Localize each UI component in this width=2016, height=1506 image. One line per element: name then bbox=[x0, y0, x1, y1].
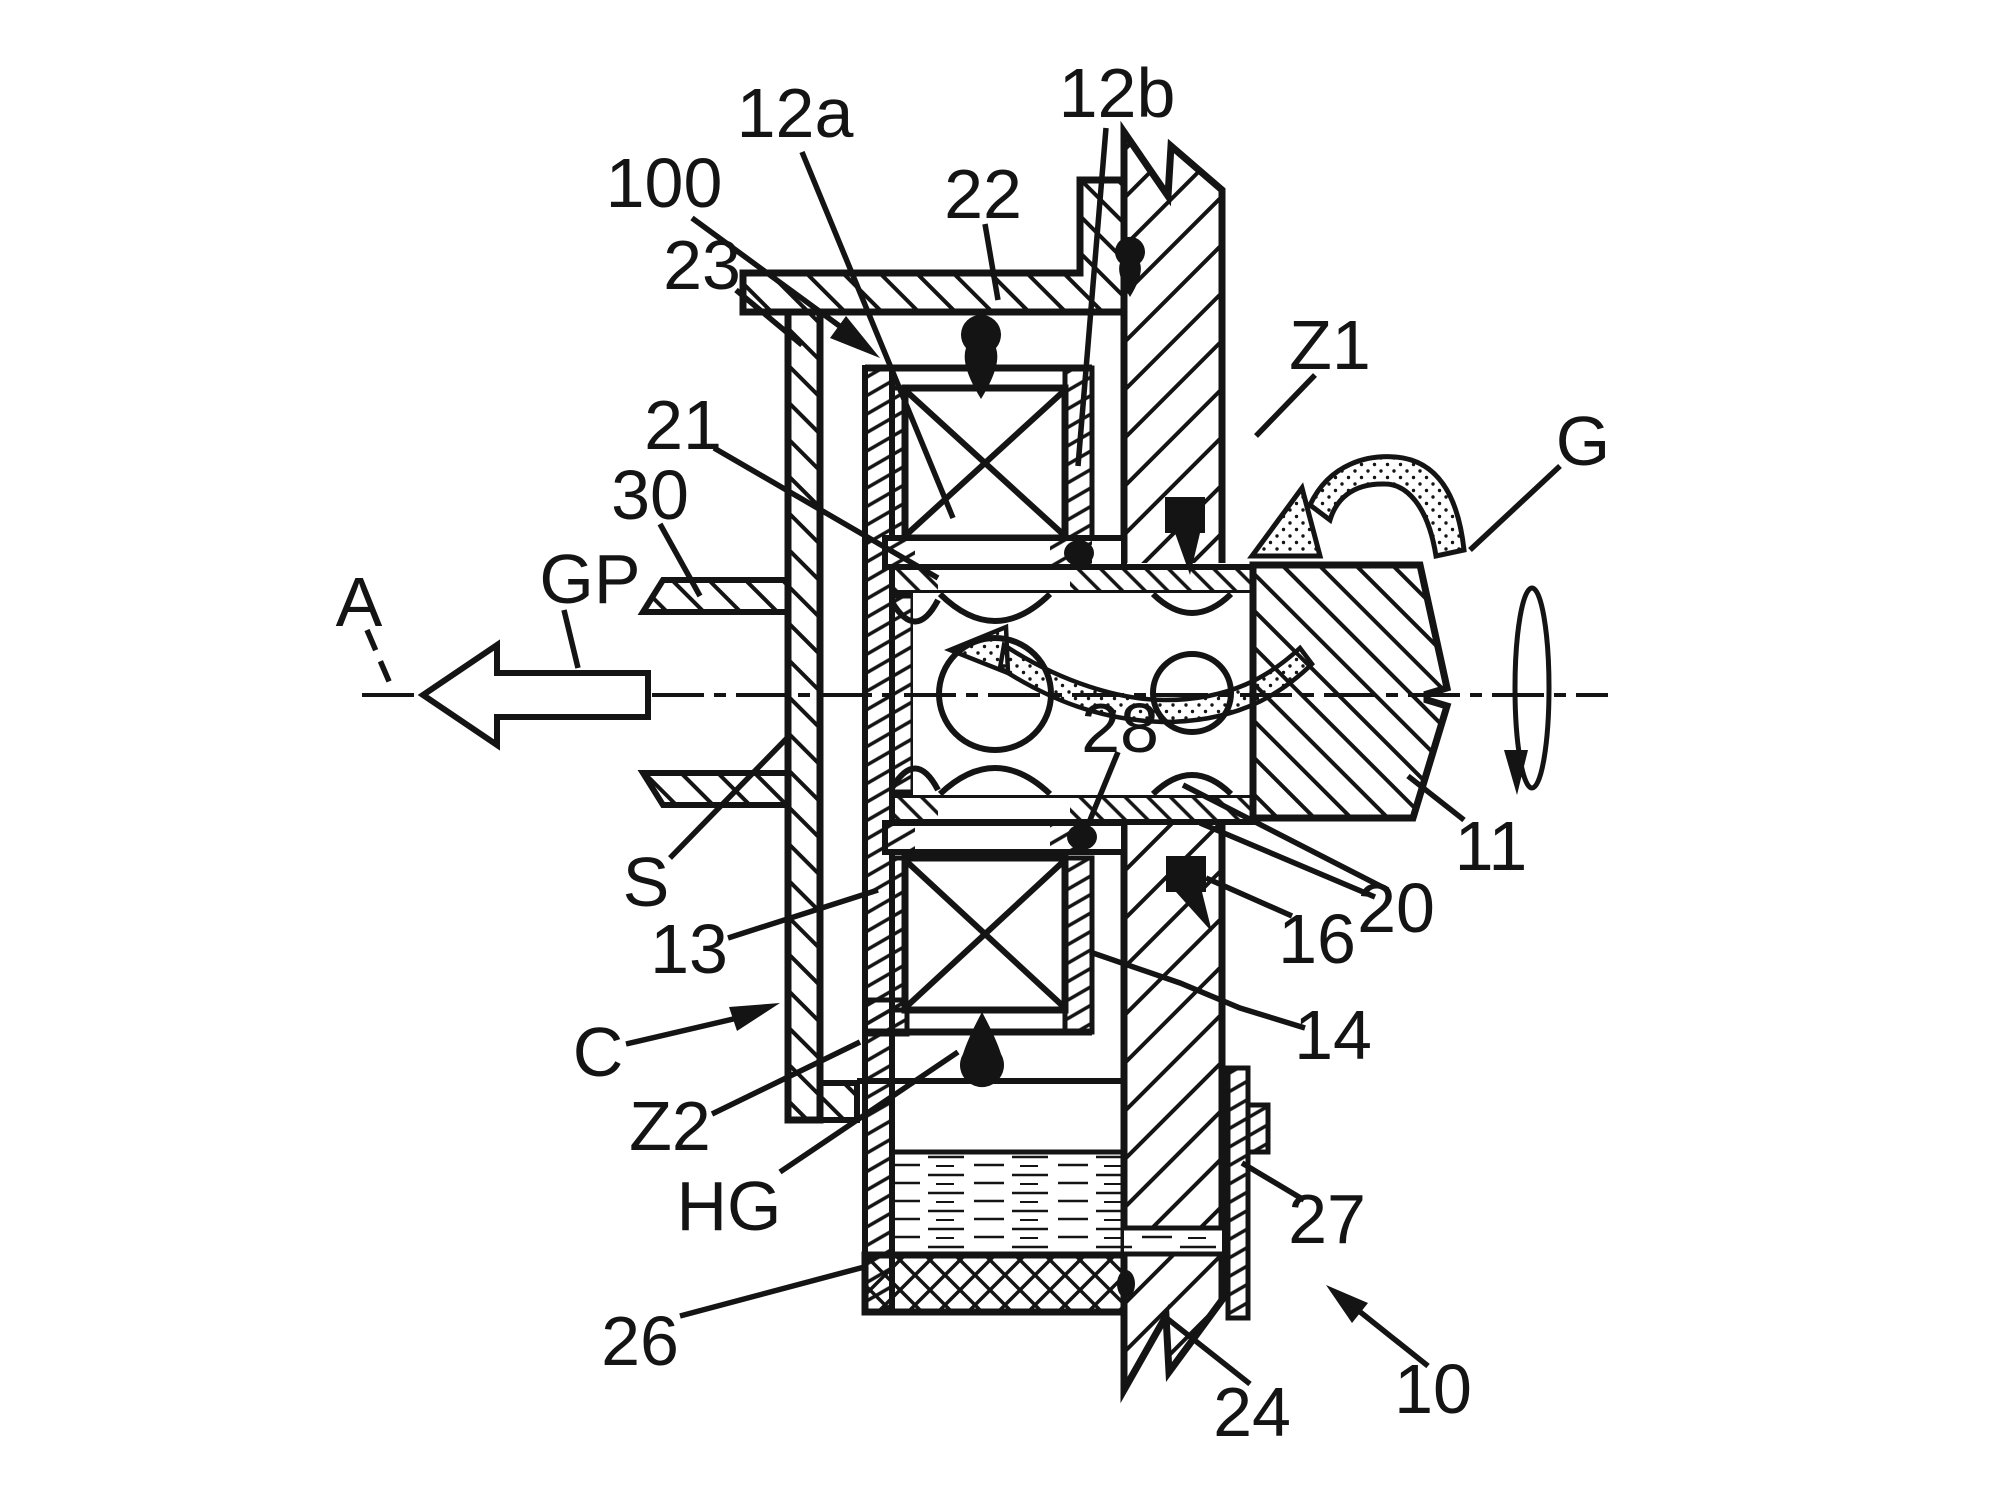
housing-cover bbox=[739, 176, 1128, 316]
drop-bottom bbox=[960, 1012, 1005, 1088]
label-100: 100 bbox=[606, 144, 723, 222]
leader-20 bbox=[1198, 820, 1377, 900]
leader-12b bbox=[1075, 127, 1109, 467]
drop-container bbox=[1117, 1270, 1135, 1298]
drop-cover bbox=[1115, 236, 1145, 297]
drop-top bbox=[960, 314, 1001, 399]
housing-left-wall bbox=[784, 308, 824, 1124]
leader-24 bbox=[1162, 1313, 1252, 1387]
label-28: 28 bbox=[1081, 689, 1159, 767]
leader-arrowhead-C bbox=[729, 1003, 780, 1031]
leader-lines bbox=[364, 127, 1562, 1387]
label-30: 30 bbox=[611, 456, 689, 534]
leader-22 bbox=[982, 223, 1001, 301]
rotation-arrow-G bbox=[1247, 454, 1467, 559]
seal-upper bbox=[1165, 497, 1205, 575]
label-12b: 12b bbox=[1059, 54, 1176, 132]
leader-12a bbox=[799, 150, 956, 520]
leader-A bbox=[364, 628, 394, 688]
leader-11 bbox=[1406, 773, 1466, 823]
lower-flange bbox=[637, 770, 791, 808]
label-24: 24 bbox=[1213, 1373, 1291, 1451]
leader-arrowhead-10 bbox=[1326, 1285, 1368, 1323]
leader-23 bbox=[734, 287, 804, 348]
label-26: 26 bbox=[601, 1302, 679, 1380]
leader-20 bbox=[1181, 782, 1390, 893]
upper-flange bbox=[637, 577, 791, 615]
lower-bearing bbox=[865, 820, 1127, 1036]
leader-10 bbox=[1352, 1304, 1430, 1369]
label-22: 22 bbox=[944, 155, 1022, 233]
leader-28 bbox=[1073, 750, 1121, 856]
liquid bbox=[892, 1152, 1124, 1255]
leader-100 bbox=[690, 215, 847, 333]
leader-21 bbox=[712, 445, 940, 581]
leader-G bbox=[1468, 463, 1562, 553]
retaining-plate-boss bbox=[1245, 1102, 1271, 1155]
label-C: C bbox=[573, 1013, 624, 1091]
label-14: 14 bbox=[1294, 996, 1372, 1074]
label-HG: HG bbox=[677, 1167, 782, 1245]
label-Z2: Z2 bbox=[629, 1087, 711, 1165]
label-23: 23 bbox=[663, 226, 741, 304]
label-10: 10 bbox=[1394, 1350, 1472, 1428]
container-bottom bbox=[861, 1251, 1128, 1316]
label-16: 16 bbox=[1278, 900, 1356, 978]
label-GP: GP bbox=[539, 540, 640, 618]
label-11: 11 bbox=[1455, 807, 1528, 885]
axis-rotation-indicator bbox=[1504, 585, 1552, 795]
leader-Z1 bbox=[1254, 373, 1317, 438]
label-Z1: Z1 bbox=[1289, 306, 1371, 384]
label-13: 13 bbox=[650, 910, 728, 988]
label-20: 20 bbox=[1357, 869, 1435, 947]
leader-26 bbox=[679, 1263, 869, 1319]
label-A: A bbox=[336, 563, 383, 641]
leader-HG bbox=[778, 1049, 960, 1175]
upper-bearing bbox=[865, 364, 1127, 570]
leader-S bbox=[668, 735, 790, 860]
retaining-plate bbox=[1225, 1065, 1251, 1321]
leader-30 bbox=[657, 522, 703, 598]
seal-lower bbox=[1166, 856, 1212, 932]
leader-13 bbox=[727, 887, 879, 941]
gp-flow-arrow bbox=[417, 639, 651, 751]
label-12a: 12a bbox=[737, 74, 854, 152]
label-G: G bbox=[1556, 402, 1610, 480]
label-S: S bbox=[623, 843, 670, 921]
label-21: 21 bbox=[644, 386, 722, 464]
leader-GP bbox=[561, 609, 581, 669]
housing-foot bbox=[817, 1080, 860, 1123]
leader-C bbox=[625, 1014, 743, 1047]
leader-16 bbox=[1204, 875, 1294, 919]
leader-Z2 bbox=[710, 1039, 862, 1117]
wall-liquid-port-fluid bbox=[1124, 1228, 1222, 1254]
shaft-flange bbox=[1249, 561, 1452, 822]
leader-27 bbox=[1240, 1160, 1306, 1203]
label-27: 27 bbox=[1288, 1180, 1366, 1258]
leader-14 bbox=[1089, 949, 1306, 1031]
